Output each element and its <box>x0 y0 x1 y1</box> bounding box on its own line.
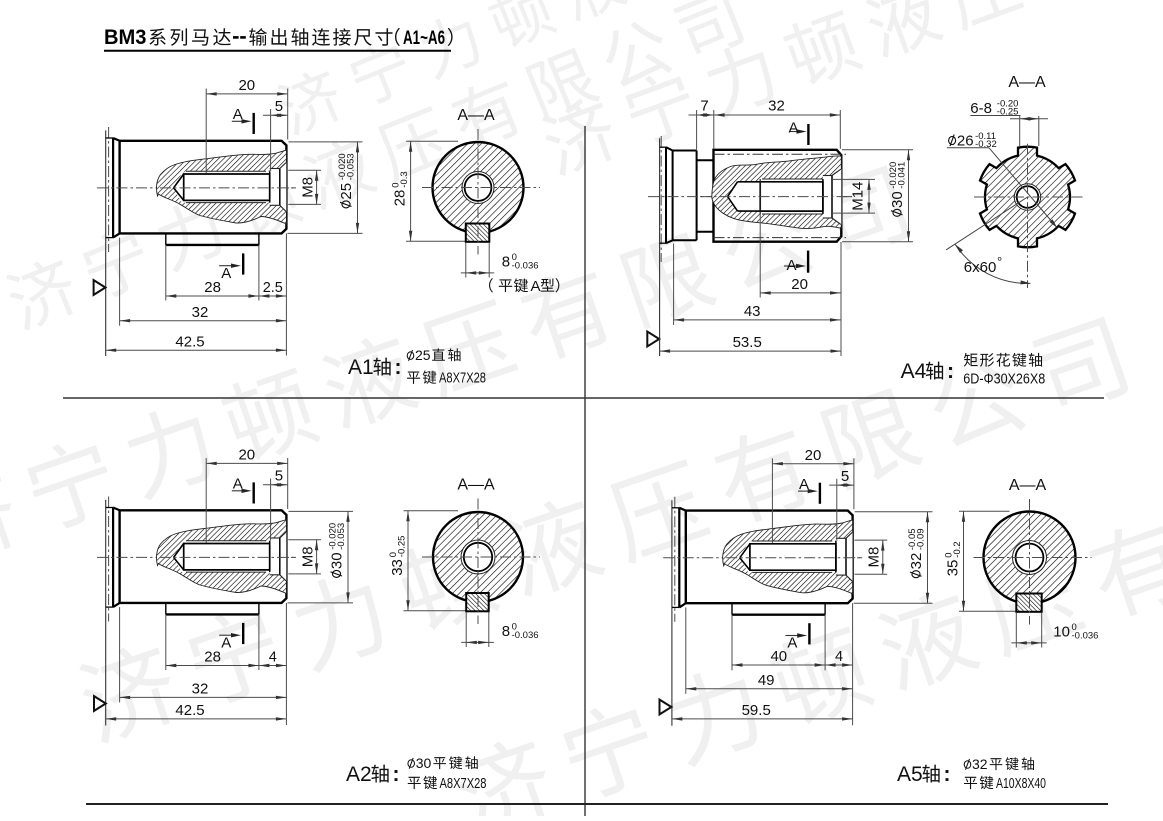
svg-text:A—A: A—A <box>457 107 495 124</box>
svg-text:-0.09: -0.09 <box>915 528 926 550</box>
svg-text:35: 35 <box>944 560 961 577</box>
svg-text:A10X8X40: A10X8X40 <box>996 776 1046 792</box>
svg-text:-0.036: -0.036 <box>512 630 539 641</box>
svg-text:A1~A6: A1~A6 <box>403 28 445 49</box>
svg-text:30: 30 <box>889 191 906 208</box>
svg-text::: : <box>944 763 951 786</box>
svg-text:8: 8 <box>502 254 510 271</box>
svg-text:-0.020: -0.020 <box>327 523 338 550</box>
svg-text:0: 0 <box>1072 622 1077 633</box>
svg-text:-0.32: -0.32 <box>975 139 997 150</box>
svg-text:-0.036: -0.036 <box>1072 630 1099 641</box>
svg-text:BM3: BM3 <box>104 26 147 49</box>
svg-text:A: A <box>799 476 809 493</box>
svg-text:42.5: 42.5 <box>175 334 204 351</box>
svg-text:43: 43 <box>744 303 761 320</box>
svg-text:25: 25 <box>338 183 355 200</box>
svg-text:7: 7 <box>700 98 708 115</box>
svg-text:53.5: 53.5 <box>733 334 762 351</box>
svg-text:A8X7X28: A8X7X28 <box>440 776 487 792</box>
svg-text:M8: M8 <box>866 547 883 568</box>
svg-text:33: 33 <box>389 559 406 576</box>
svg-text:A: A <box>786 257 796 274</box>
svg-text:-0.11: -0.11 <box>975 131 996 142</box>
svg-text:32: 32 <box>972 756 988 772</box>
svg-text:20: 20 <box>805 447 822 464</box>
svg-text:0: 0 <box>388 552 399 557</box>
svg-text:A1: A1 <box>348 356 374 379</box>
svg-text:-0.036: -0.036 <box>512 260 539 271</box>
svg-text:40: 40 <box>770 648 787 665</box>
svg-text:-0.020: -0.020 <box>888 162 899 189</box>
svg-text:A: A <box>531 278 541 295</box>
svg-text:0: 0 <box>512 622 517 633</box>
svg-text:59.5: 59.5 <box>742 702 771 719</box>
svg-text:32: 32 <box>768 98 785 115</box>
svg-text:20: 20 <box>791 276 808 293</box>
svg-text:0: 0 <box>943 552 954 557</box>
svg-text:8: 8 <box>502 623 510 640</box>
svg-text:20: 20 <box>238 77 255 94</box>
svg-text::: : <box>395 356 402 379</box>
svg-text:A: A <box>221 265 231 282</box>
svg-text:A—A: A—A <box>1008 74 1046 91</box>
svg-text::: : <box>393 763 400 786</box>
svg-text:A—A: A—A <box>457 477 495 494</box>
svg-text:-0.053: -0.053 <box>336 523 347 550</box>
svg-text:A8X7X28: A8X7X28 <box>439 371 486 387</box>
svg-text:20: 20 <box>238 447 255 464</box>
svg-text:5: 5 <box>841 468 849 485</box>
svg-text:0: 0 <box>512 252 517 263</box>
svg-text:°: ° <box>997 254 1002 269</box>
svg-text:-0.2: -0.2 <box>952 541 963 557</box>
svg-text:-0.020: -0.020 <box>337 153 348 180</box>
svg-text:A—A: A—A <box>1009 477 1047 494</box>
svg-text:-0.041: -0.041 <box>896 162 907 189</box>
svg-text:A5: A5 <box>897 763 923 786</box>
svg-text:-0.25: -0.25 <box>997 107 1019 118</box>
svg-text:5: 5 <box>275 468 283 485</box>
svg-text:28: 28 <box>204 649 221 666</box>
svg-text:M8: M8 <box>300 546 317 567</box>
svg-text:5: 5 <box>275 98 283 115</box>
svg-text:30: 30 <box>328 552 345 569</box>
svg-text:32: 32 <box>192 681 209 698</box>
svg-text:-0.05: -0.05 <box>907 528 918 550</box>
svg-text:25: 25 <box>415 347 431 363</box>
svg-text:6-8: 6-8 <box>970 100 992 117</box>
svg-text:M8: M8 <box>300 177 317 198</box>
svg-text:-0.053: -0.053 <box>345 153 356 180</box>
svg-text:30: 30 <box>416 755 432 771</box>
svg-text:A4: A4 <box>901 360 927 383</box>
svg-text:-0.25: -0.25 <box>396 536 407 558</box>
svg-text:49: 49 <box>758 672 775 689</box>
svg-text:26: 26 <box>957 132 974 149</box>
svg-text:2.5: 2.5 <box>263 280 283 296</box>
svg-text:6x60: 6x60 <box>964 259 997 276</box>
svg-text:42.5: 42.5 <box>175 702 204 719</box>
svg-text:-0.3: -0.3 <box>399 171 410 187</box>
svg-text:4: 4 <box>835 649 843 665</box>
svg-text:M14: M14 <box>850 182 867 211</box>
svg-text:4: 4 <box>269 650 277 666</box>
svg-text:0: 0 <box>390 182 401 187</box>
svg-text:32: 32 <box>908 553 925 570</box>
svg-text:32: 32 <box>192 304 209 321</box>
svg-text:10: 10 <box>1053 624 1070 641</box>
svg-text:28: 28 <box>391 190 408 207</box>
svg-text::: : <box>947 360 954 383</box>
svg-text:A: A <box>787 635 797 652</box>
svg-text:A: A <box>233 476 243 493</box>
svg-text:28: 28 <box>204 279 221 296</box>
svg-text:A: A <box>233 106 243 123</box>
svg-text:-0.20: -0.20 <box>997 99 1019 110</box>
svg-text:A: A <box>221 634 231 651</box>
svg-text:A: A <box>788 120 798 137</box>
svg-text:A2: A2 <box>346 763 372 786</box>
svg-text:6D-Φ30X26X8: 6D-Φ30X26X8 <box>963 372 1045 388</box>
